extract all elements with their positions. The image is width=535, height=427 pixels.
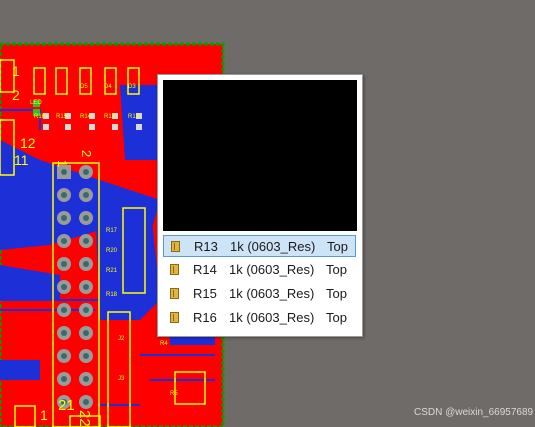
left-label-1: 1 [12, 63, 20, 79]
component-label: J2 [118, 336, 125, 342]
component-label: R15 [56, 114, 68, 120]
item-comment: 1k (0603_Res) [229, 286, 315, 301]
item-comment: 1k (0603_Res) [229, 310, 315, 325]
item-layer: Top [327, 239, 348, 254]
component-icon [171, 241, 180, 252]
component-label: R4 [160, 341, 168, 347]
item-layer: Top [326, 262, 347, 277]
component-label: R12 [128, 114, 140, 120]
component-label: D4 [104, 84, 112, 90]
item-layer: Top [326, 286, 347, 301]
header-pad[interactable] [57, 165, 71, 179]
header-pin22-label: 22 [76, 410, 93, 427]
component-pick-popup[interactable]: R13 1k (0603_Res) Top R14 1k (0603_Res) … [157, 74, 363, 337]
component-label: R20 [106, 248, 118, 254]
header-pad[interactable] [79, 372, 93, 386]
component-label: R21 [106, 268, 118, 274]
header-pad[interactable] [57, 395, 71, 409]
header-pin1-label: 1 [55, 160, 70, 167]
left-label-11: 11 [14, 152, 29, 168]
component-label: D5 [80, 84, 88, 90]
component-preview [163, 80, 357, 231]
pick-item-r16[interactable]: R16 1k (0603_Res) Top [163, 307, 356, 329]
header-pad[interactable] [57, 257, 71, 271]
header-pad[interactable] [57, 280, 71, 294]
component-label: R14 [80, 114, 92, 120]
component-label: R5 [170, 391, 178, 397]
header-pad[interactable] [79, 188, 93, 202]
header-pad[interactable] [79, 234, 93, 248]
pick-item-r15[interactable]: R15 1k (0603_Res) Top [163, 283, 356, 305]
component-label: J3 [118, 376, 125, 382]
left-label-2: 2 [12, 87, 20, 103]
header-pad[interactable] [57, 326, 71, 340]
header-pad[interactable] [79, 395, 93, 409]
header-pad[interactable] [79, 165, 93, 179]
header-pad[interactable] [79, 257, 93, 271]
header-pad[interactable] [57, 188, 71, 202]
watermark: CSDN @weixin_66957689 [414, 407, 534, 418]
component-icon [170, 312, 179, 323]
header-pad[interactable] [79, 211, 93, 225]
pick-item-r13[interactable]: R13 1k (0603_Res) Top [163, 235, 356, 257]
left-label-12: 12 [20, 135, 36, 151]
header-pin2-label: 2 [79, 150, 94, 157]
item-designator: R14 [193, 262, 217, 277]
item-layer: Top [326, 310, 347, 325]
left-label-bottom: 1 [40, 407, 48, 423]
pick-item-r14[interactable]: R14 1k (0603_Res) Top [163, 259, 356, 281]
header-pad[interactable] [79, 349, 93, 363]
component-label: LED [30, 100, 42, 106]
header-pad[interactable] [57, 211, 71, 225]
item-designator: R16 [193, 310, 217, 325]
component-label: D3 [128, 84, 136, 90]
header-pad[interactable] [57, 372, 71, 386]
component-icon [170, 264, 179, 275]
header-pin21-label: 21 [58, 397, 75, 414]
header-pad[interactable] [79, 326, 93, 340]
item-designator: R13 [194, 239, 218, 254]
component-label: R17 [106, 228, 118, 234]
component-label: R13 [104, 114, 116, 120]
component-label: R16 [34, 114, 46, 120]
header-pad[interactable] [57, 234, 71, 248]
header-pad[interactable] [79, 303, 93, 317]
component-label: R18 [106, 292, 118, 298]
item-designator: R15 [193, 286, 217, 301]
header-pad[interactable] [57, 349, 71, 363]
item-comment: 1k (0603_Res) [229, 262, 315, 277]
component-icon [170, 288, 179, 299]
item-comment: 1k (0603_Res) [230, 239, 316, 254]
header-pad[interactable] [57, 303, 71, 317]
header-pad[interactable] [79, 280, 93, 294]
